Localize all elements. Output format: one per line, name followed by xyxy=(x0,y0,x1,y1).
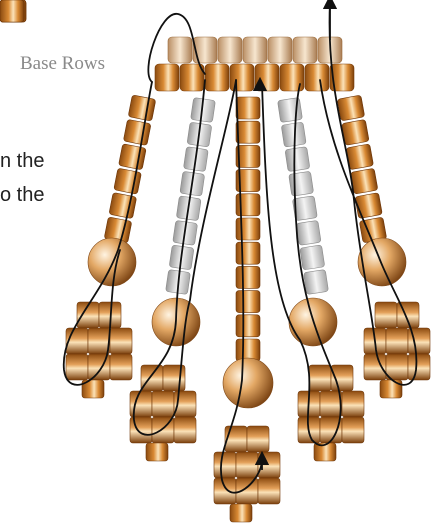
bead xyxy=(236,97,260,119)
strand-gold-left xyxy=(104,95,156,243)
cluster-bead xyxy=(214,478,236,504)
pearl-left xyxy=(88,238,136,286)
strand-white-right xyxy=(277,97,328,294)
base-row-1-bead xyxy=(193,37,217,63)
bead xyxy=(277,97,302,122)
cluster-bead xyxy=(247,426,269,452)
bead xyxy=(114,168,142,194)
cluster-bead xyxy=(258,478,280,504)
strand-center-lower xyxy=(0,0,24,22)
base-row-1-bead xyxy=(243,37,267,63)
bead xyxy=(355,193,383,219)
cluster-bead xyxy=(141,365,163,391)
base-row-1-bead xyxy=(293,37,317,63)
cluster-bead xyxy=(386,354,408,380)
cluster-bead xyxy=(375,302,397,328)
fringe-cluster-left xyxy=(66,302,132,398)
cluster-bead xyxy=(386,328,408,354)
base-row-2-bead xyxy=(305,64,329,91)
bead xyxy=(337,95,365,121)
cluster-bead xyxy=(364,354,386,380)
bead xyxy=(342,119,370,145)
base-row-1-bead xyxy=(218,37,242,63)
tip-bead xyxy=(146,443,168,461)
bead xyxy=(109,192,137,218)
cluster-bead xyxy=(408,354,430,380)
cluster-bead xyxy=(66,354,88,380)
cluster-bead xyxy=(174,417,196,443)
bead xyxy=(236,266,260,288)
bead xyxy=(236,218,260,240)
strand-gold-right xyxy=(337,95,387,243)
bead xyxy=(236,291,260,313)
base-row-2-bead xyxy=(230,64,254,91)
cluster-bead xyxy=(342,417,364,443)
cluster-bead xyxy=(309,365,331,391)
cluster-bead xyxy=(110,354,132,380)
bead xyxy=(350,168,378,194)
base-row-2-bead xyxy=(155,64,179,91)
bead xyxy=(346,144,374,170)
tip-bead xyxy=(380,380,402,398)
pearl-center xyxy=(223,358,273,408)
cluster-bead xyxy=(236,452,258,478)
cluster-bead xyxy=(110,328,132,354)
bead xyxy=(128,95,156,121)
tip-bead xyxy=(230,504,252,522)
cluster-bead xyxy=(152,391,174,417)
fringe-cluster-mid-left xyxy=(130,365,196,461)
cluster-bead xyxy=(214,452,236,478)
cluster-bead xyxy=(88,328,110,354)
strand-gold-center xyxy=(236,97,260,361)
base-row-2-bead xyxy=(280,64,304,91)
base-row-1-bead xyxy=(168,37,192,63)
bead xyxy=(236,315,260,337)
bead xyxy=(300,245,325,270)
bead xyxy=(0,0,24,22)
base-rows xyxy=(155,37,354,91)
cluster-bead xyxy=(342,391,364,417)
cluster-bead xyxy=(320,391,342,417)
bead xyxy=(303,269,328,294)
bead xyxy=(123,119,151,145)
base-row-1-bead xyxy=(268,37,292,63)
base-row-2-bead xyxy=(255,64,279,91)
bead xyxy=(289,171,314,196)
bead xyxy=(236,121,260,143)
fringe-cluster-center xyxy=(214,426,280,522)
bead xyxy=(119,144,147,170)
bead xyxy=(285,147,310,172)
cluster-bead xyxy=(225,426,247,452)
base-rows-label: Base Rows xyxy=(20,53,105,74)
bead xyxy=(296,220,321,245)
cluster-bead xyxy=(397,302,419,328)
bead xyxy=(236,242,260,264)
base-row-2-bead xyxy=(205,64,229,91)
